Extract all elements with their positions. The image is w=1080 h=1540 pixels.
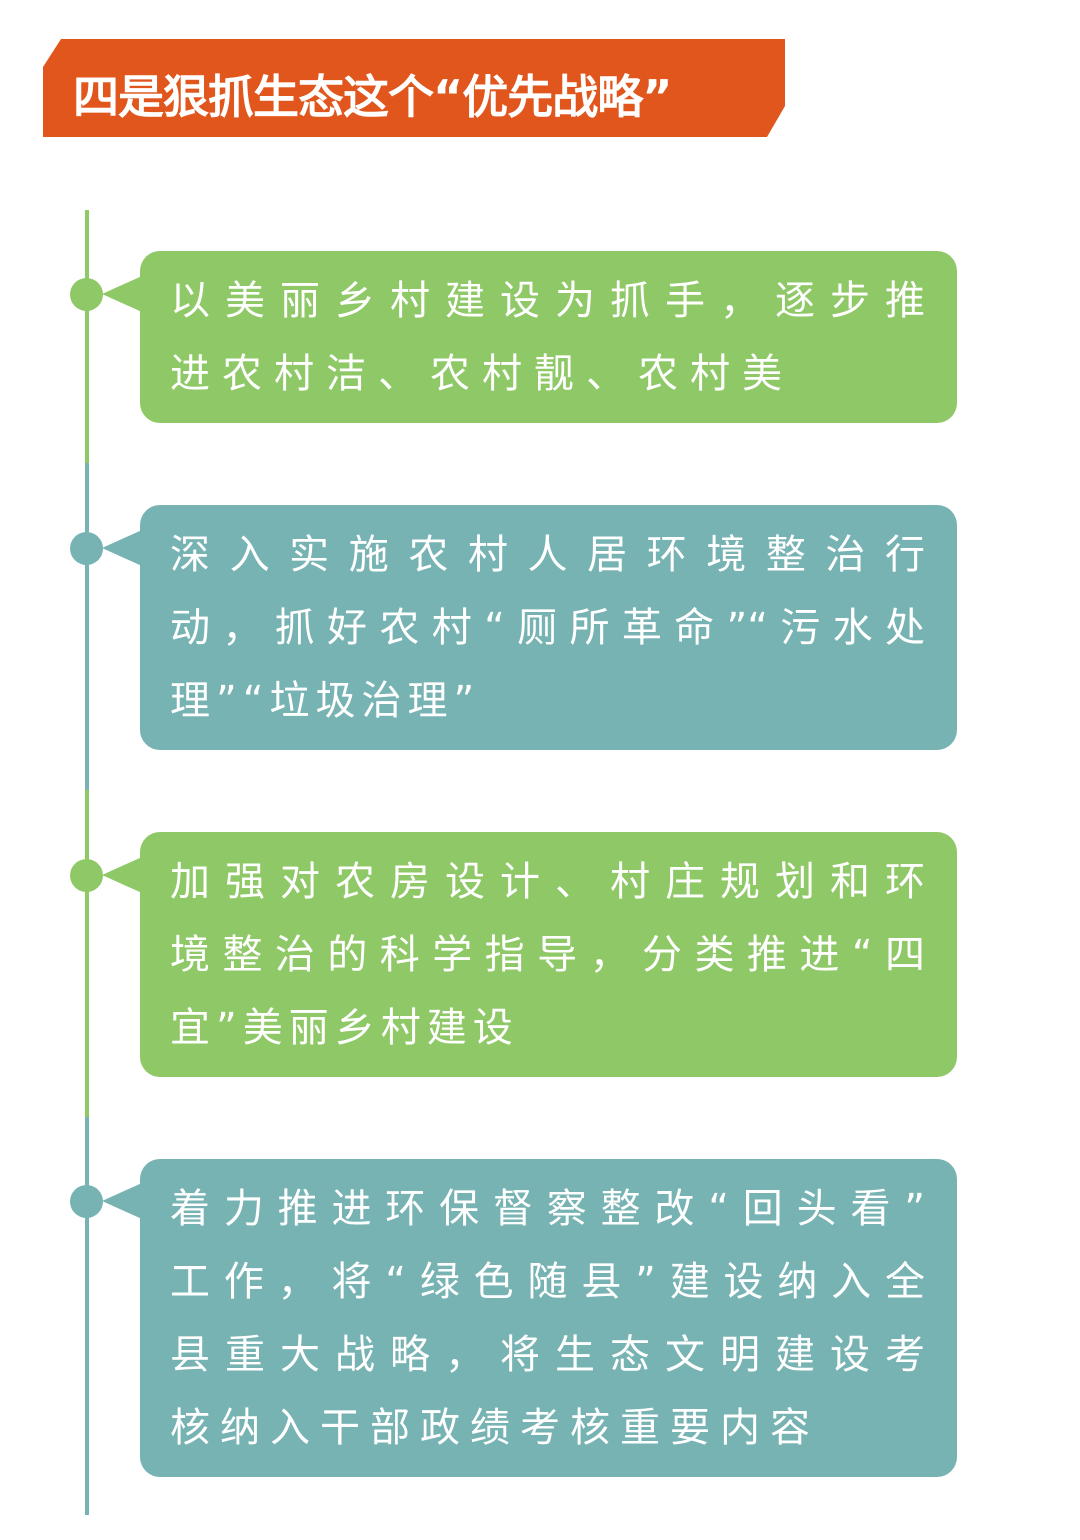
timeline-segment [85, 463, 89, 790]
section-title: 四是狠抓生态这个“优先战略” [73, 70, 672, 124]
card-text-line: 加强对农房设计、村庄规划和环 [170, 859, 925, 905]
card-text-line: 深入实施农村人居环境整治行 [170, 532, 925, 578]
card-text-line: 县重大战略，将生态文明建设考 [170, 1332, 925, 1378]
card-text-line: 核纳入干部政绩考核重要内容 [170, 1405, 820, 1451]
callout-pointer [102, 857, 142, 893]
timeline-dot [70, 859, 103, 892]
timeline-dot [70, 1185, 103, 1218]
card-text-line: 动，抓好农村“厕所革命”“污水处 [170, 605, 925, 651]
timeline-segment [85, 1117, 89, 1515]
section-title-banner: 四是狠抓生态这个“优先战略” [43, 39, 785, 137]
timeline-dot [70, 532, 103, 565]
timeline-dot [70, 278, 103, 311]
timeline-card: 以美丽乡村建设为抓手，逐步推 进农村洁、农村靓、农村美 [140, 251, 957, 423]
card-text-line: 工作，将“绿色随县”建设纳入全 [170, 1259, 925, 1305]
card-text-line: 理”“垃圾治理” [170, 678, 481, 724]
card-text-line: 宜”美丽乡村建设 [170, 1005, 519, 1051]
timeline-card: 着力推进环保督察整改“回头看” 工作，将“绿色随县”建设纳入全 县重大战略，将生… [140, 1159, 957, 1477]
card-text-line: 以美丽乡村建设为抓手，逐步推 [170, 278, 925, 324]
timeline-card: 深入实施农村人居环境整治行 动，抓好农村“厕所革命”“污水处 理”“垃圾治理” [140, 505, 957, 750]
timeline-segment [85, 210, 89, 463]
callout-pointer [102, 276, 142, 312]
card-text-line: 境整治的科学指导，分类推进“四 [170, 932, 925, 978]
callout-pointer [102, 1183, 142, 1219]
card-text-line: 进农村洁、农村靓、农村美 [170, 351, 794, 397]
timeline-segment [85, 790, 89, 1117]
timeline-card: 加强对农房设计、村庄规划和环 境整治的科学指导，分类推进“四 宜”美丽乡村建设 [140, 832, 957, 1077]
callout-pointer [102, 530, 142, 566]
card-text-line: 着力推进环保督察整改“回头看” [170, 1186, 925, 1232]
